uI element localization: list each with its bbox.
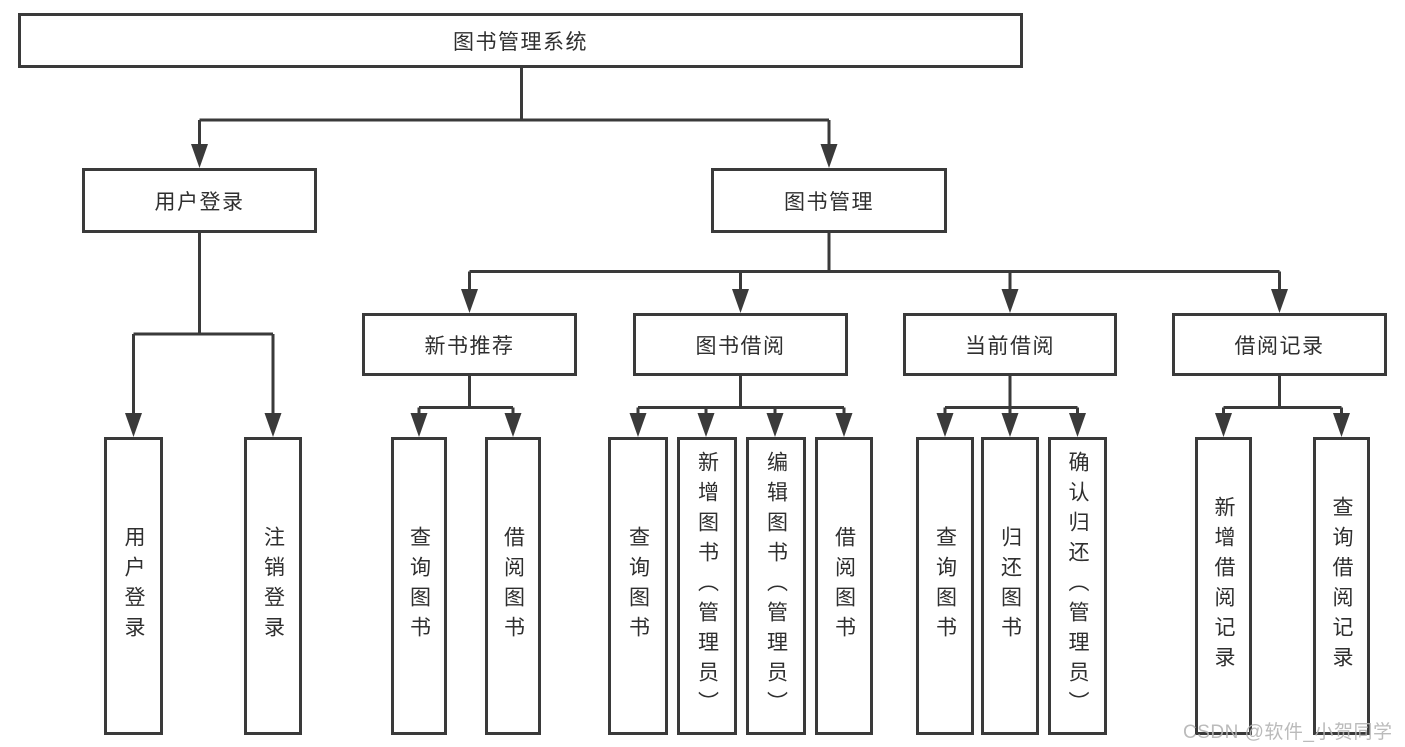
arrow-down-icon (629, 413, 647, 437)
leaf-query-books-recommend: 查询图书 (391, 437, 447, 735)
leaf-label: 用户登录 (122, 526, 145, 646)
leaf-label: 归还图书 (998, 526, 1022, 646)
arrow-down-icon (697, 413, 715, 437)
node-user-login: 用户登录 (82, 168, 317, 233)
leaf-label: 新增图书（管理员） (695, 451, 719, 721)
arrow-down-icon (1271, 289, 1288, 313)
leaf-label: 编辑图书（管理员） (764, 451, 788, 721)
leaf-borrow-books-recommend: 借阅图书 (485, 437, 541, 735)
leaf-query-borrow-record: 查询借阅记录 (1313, 437, 1370, 735)
node-book-borrowing: 图书借阅 (633, 313, 848, 376)
leaf-return-book: 归还图书 (981, 437, 1039, 735)
leaf-confirm-return-admin: 确认归还（管理员） (1048, 437, 1107, 735)
connector-path (943, 376, 1079, 419)
arrow-down-icon (1001, 289, 1019, 313)
leaf-label: 借阅图书 (832, 526, 856, 646)
arrow-down-icon (504, 413, 522, 437)
connector-path (468, 233, 1281, 295)
leaf-label: 新增借阅记录 (1212, 496, 1235, 676)
connector-path (636, 376, 846, 419)
leaf-add-borrow-record: 新增借阅记录 (1195, 437, 1252, 735)
leaf-edit-book-admin: 编辑图书（管理员） (746, 437, 806, 735)
arrow-down-icon (820, 144, 838, 168)
arrow-down-icon (1069, 413, 1086, 437)
arrow-down-icon (461, 289, 478, 313)
leaf-label: 查询图书 (626, 526, 650, 646)
connector-path (198, 68, 831, 150)
leaf-add-book-admin: 新增图书（管理员） (677, 437, 737, 735)
arrow-down-icon (191, 144, 208, 168)
leaf-label: 注销登录 (261, 526, 285, 646)
arrow-down-icon (936, 413, 954, 437)
leaf-logout: 注销登录 (244, 437, 302, 735)
node-library-management-system: 图书管理系统 (18, 13, 1023, 68)
arrow-down-icon (264, 413, 282, 437)
leaf-query-books-borrow: 查询图书 (608, 437, 668, 735)
arrow-down-icon (732, 289, 749, 313)
node-new-book-recommendation: 新书推荐 (362, 313, 577, 376)
leaf-user-login: 用户登录 (104, 437, 163, 735)
node-book-management: 图书管理 (711, 168, 947, 233)
leaf-label: 查询图书 (933, 526, 957, 646)
connector-path (1222, 376, 1343, 419)
arrow-down-icon (835, 413, 853, 437)
arrow-down-icon (410, 413, 428, 437)
arrow-down-icon (766, 413, 784, 437)
arrow-down-icon (1001, 413, 1019, 437)
watermark-text: CSDN @软件_小贺同学 (1183, 722, 1393, 743)
leaf-label: 查询借阅记录 (1330, 496, 1353, 676)
leaf-query-books-current: 查询图书 (916, 437, 974, 735)
arrow-down-icon (125, 413, 142, 437)
arrow-down-icon (1333, 413, 1350, 437)
leaf-label: 查询图书 (407, 526, 431, 646)
leaf-borrow-books: 借阅图书 (815, 437, 873, 735)
leaf-label: 借阅图书 (501, 526, 525, 646)
leaf-label: 确认归还（管理员） (1066, 451, 1089, 721)
connector-path (417, 376, 515, 419)
connector-path (132, 233, 275, 419)
node-borrowing-records: 借阅记录 (1172, 313, 1387, 376)
arrow-down-icon (1215, 413, 1232, 437)
node-current-borrowing: 当前借阅 (903, 313, 1117, 376)
